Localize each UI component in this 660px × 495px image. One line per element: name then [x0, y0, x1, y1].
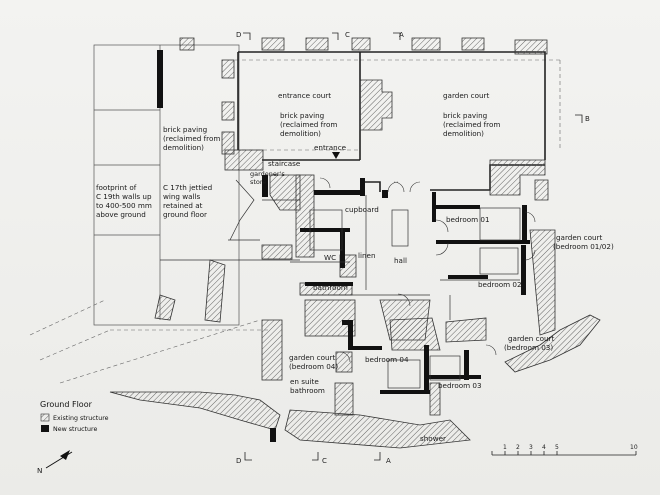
garden-paving-3: demolition): [443, 129, 484, 138]
jettied-3: retained at: [163, 201, 203, 210]
scale-2: 2: [516, 444, 520, 451]
footprint-4: above ground: [96, 210, 146, 219]
grid-markers: D C A D C A B: [236, 31, 590, 465]
jettied-1: C 17th jettied: [163, 183, 212, 192]
staircase-label: staircase: [268, 159, 301, 168]
door-swings: [319, 177, 536, 363]
jettied-2: wing walls: [163, 192, 201, 201]
garden-court-0102-2: (bedroom 01/02): [553, 242, 614, 251]
interior-lines: [160, 179, 521, 389]
scale-5: 5: [555, 444, 559, 451]
scale-bar: 1 2 3 4 5 10: [491, 444, 638, 456]
entrance-paving-1: brick paving: [280, 111, 324, 120]
bathroom-label: bathroom: [313, 283, 348, 292]
bedroom-03-label: bedroom 03: [438, 381, 482, 390]
shower-label: shower: [420, 434, 446, 443]
footprint-2: C 19th walls up: [96, 192, 152, 201]
gardeners-store-1: gardener's: [250, 170, 285, 178]
garden-court-0102-1: garden court: [556, 233, 602, 242]
north-arrow-icon: N: [37, 450, 73, 475]
wc-label: WC: [324, 253, 336, 262]
grid-top-d: D: [236, 31, 241, 39]
entrance-label: entrance: [314, 143, 347, 152]
bedroom-02-label: bedroom 02: [478, 280, 522, 289]
scale-10: 10: [630, 444, 638, 451]
room-labels: entrance court brick paving (reclaimed f…: [96, 91, 614, 443]
grid-top-c: C: [345, 31, 350, 39]
jettied-4: ground floor: [163, 210, 207, 219]
legend-new-label: New structure: [53, 426, 97, 433]
bedroom-01-label: bedroom 01: [446, 215, 490, 224]
brick-paving-left-1: brick paving: [163, 125, 207, 134]
legend-swatch-new: [41, 425, 49, 432]
existing-structure: [109, 37, 601, 449]
north-label: N: [37, 466, 42, 475]
en-suite-2: bathroom: [290, 386, 325, 395]
plan-title: Ground Floor: [40, 400, 93, 409]
entrance-paving-2: (reclaimed from: [280, 120, 337, 129]
grid-right-b: B: [585, 115, 590, 123]
grid-bottom-c: C: [322, 457, 327, 465]
bedroom-04-label: bedroom 04: [365, 355, 409, 364]
footprint-1: footprint of: [96, 183, 137, 192]
brick-paving-left-2: (reclaimed from: [163, 134, 220, 143]
garden-paving-1: brick paving: [443, 111, 487, 120]
entrance-court-label: entrance court: [278, 91, 331, 100]
entrance-paving-3: demolition): [280, 129, 321, 138]
scale-3: 3: [529, 444, 533, 451]
garden-court-03-1: garden court: [508, 334, 554, 343]
grid-bottom-d: D: [236, 457, 241, 465]
scale-4: 4: [542, 444, 546, 451]
linen-label: linen: [358, 251, 376, 260]
grid-top-a: A: [399, 31, 404, 39]
garden-court-04-1: garden court: [289, 353, 335, 362]
hall-label: hall: [394, 256, 407, 265]
entrance-arrow-icon: [332, 152, 340, 159]
garden-court-label: garden court: [443, 91, 489, 100]
legend-swatch-existing: [40, 413, 50, 422]
legend-existing-label: Existing structure: [53, 415, 109, 422]
new-structure: [157, 50, 530, 442]
grid-bottom-a: A: [386, 457, 391, 465]
en-suite-1: en suite: [290, 377, 319, 386]
cupboard-label: cupboard: [345, 205, 379, 214]
legend: Ground Floor Existing structure New stru…: [40, 400, 109, 433]
footprint-3: to 400-500 mm: [96, 201, 152, 210]
garden-paving-2: (reclaimed from: [443, 120, 500, 129]
brick-paving-left-3: demolition): [163, 143, 204, 152]
scale-1: 1: [503, 444, 507, 451]
garden-court-04-2: (bedroom 04): [289, 362, 338, 371]
gardeners-store-2: store: [250, 178, 266, 186]
garden-court-03-2: (bedroom 03): [504, 343, 553, 352]
